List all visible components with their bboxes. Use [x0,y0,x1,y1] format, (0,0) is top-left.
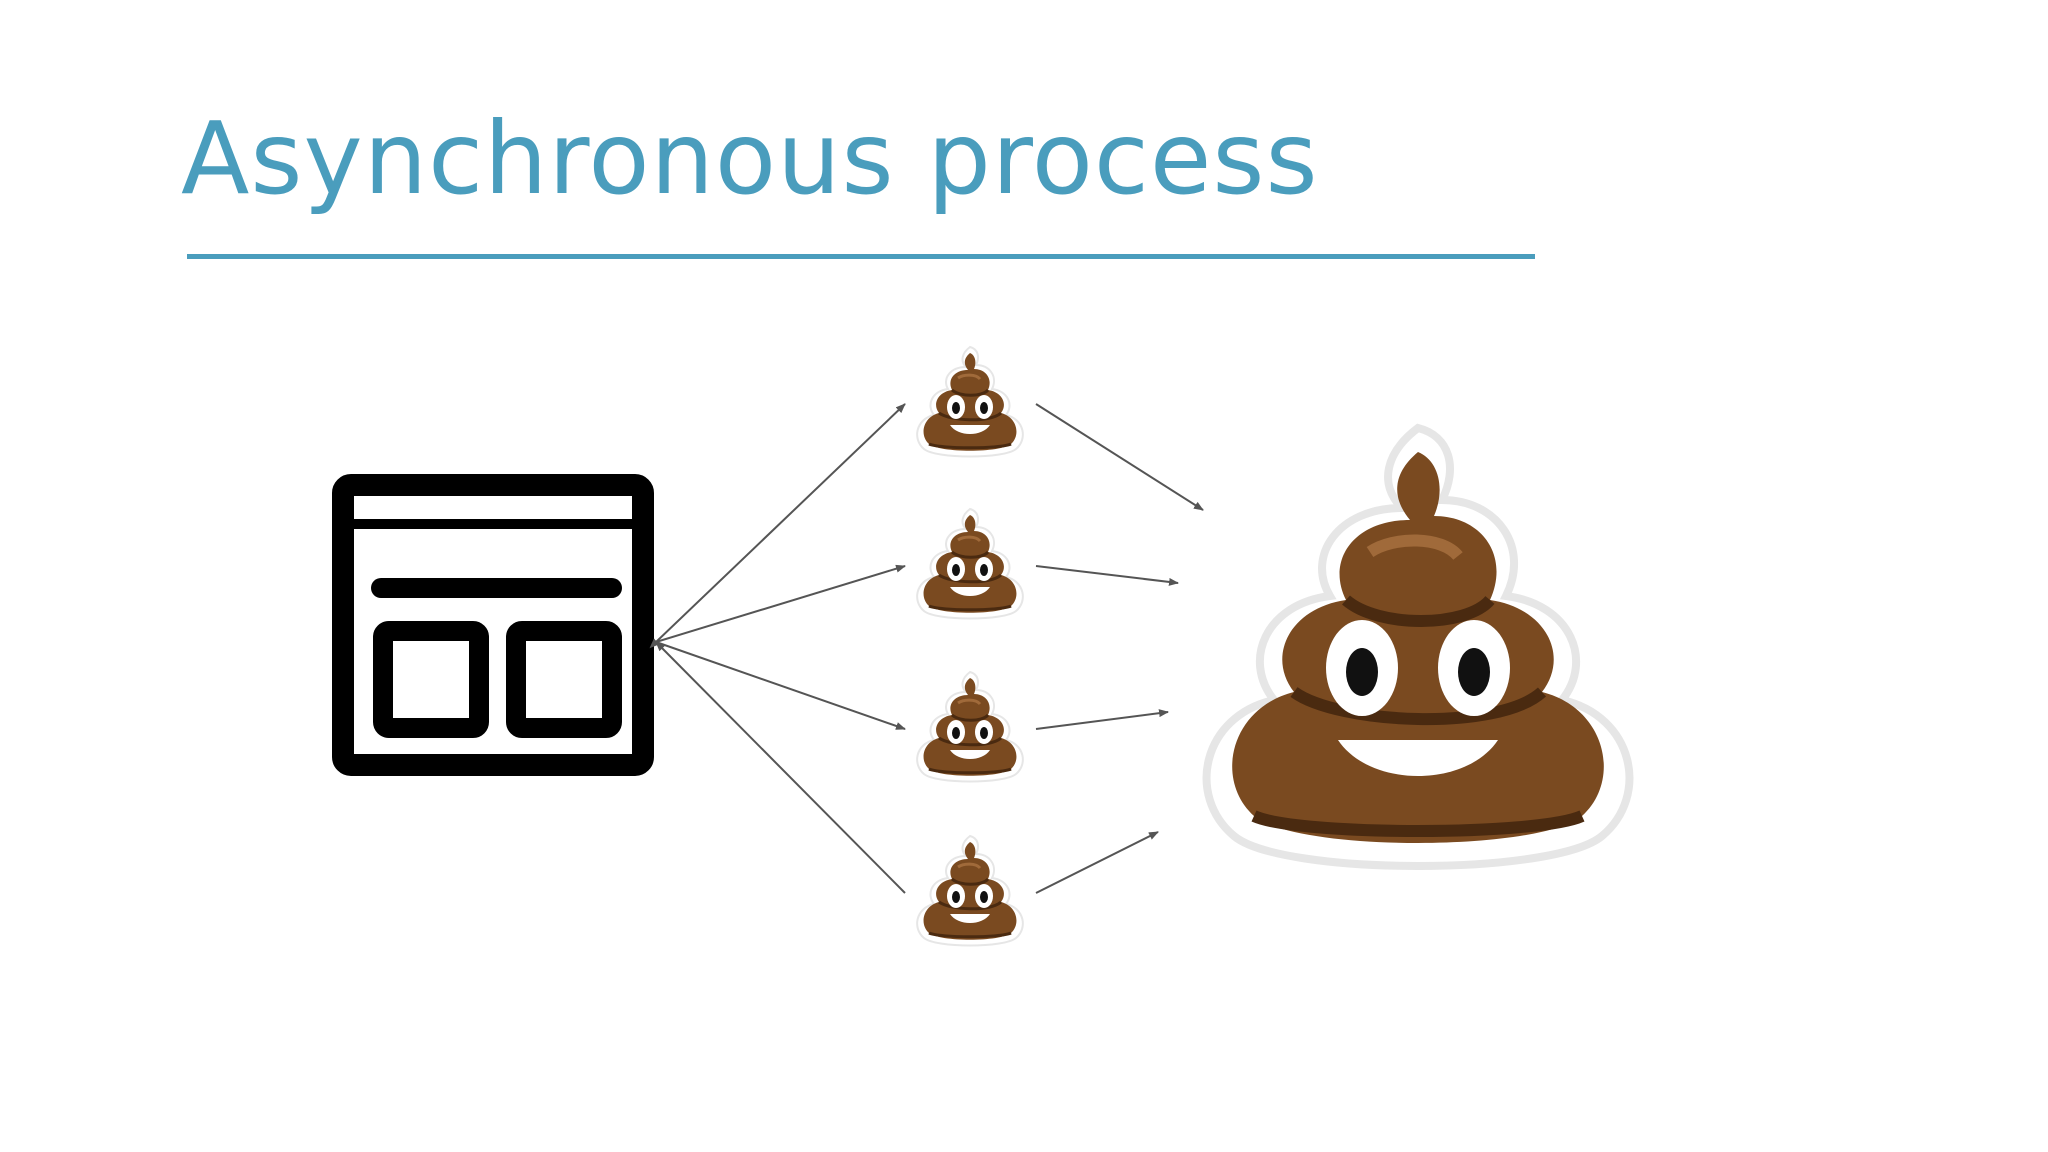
browser-window-icon [332,474,654,776]
result-pile-of-poo-large-icon [1207,428,1630,866]
task-1-pile-of-poo-icon [915,345,1025,458]
task-4-pile-of-poo-icon [915,834,1025,947]
merge-arrows [1035,403,1204,894]
dispatch-arrows [649,403,906,894]
slide-title: Asynchronous process [181,100,1319,217]
merge-arrow-3 [1035,709,1169,730]
dispatch-arrow-3 [655,641,906,730]
dispatch-arrow-2 [655,564,906,643]
merge-arrow-4 [1035,831,1159,894]
title-underline [187,254,1535,259]
dispatch-arrow-4 [655,641,906,894]
task-3-pile-of-poo-icon [915,670,1025,783]
merge-arrow-2 [1035,565,1179,586]
task-2-pile-of-poo-icon [915,507,1025,620]
merge-arrow-1 [1035,403,1204,511]
dispatch-arrow-1 [649,403,906,649]
